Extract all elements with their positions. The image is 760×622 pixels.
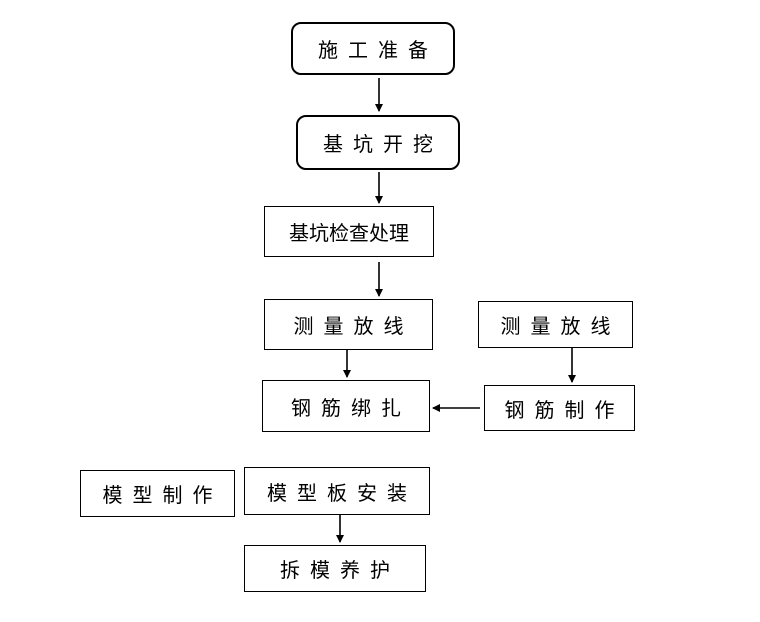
node-survey-side: 测量放线: [478, 301, 633, 348]
node-pit-excavation: 基坑开挖: [296, 115, 460, 170]
node-survey-main: 测量放线: [264, 299, 433, 350]
node-construction-prep: 施工准备: [291, 22, 455, 75]
node-formwork-fabrication: 模型制作: [80, 470, 235, 517]
node-pit-inspection: 基坑检查处理: [264, 206, 434, 257]
node-formwork-removal: 拆模养护: [244, 545, 426, 592]
node-formwork-removal-label: 拆模养护: [280, 558, 400, 582]
node-formwork-install: 模型板安装: [244, 467, 430, 515]
node-rebar-binding: 钢筋绑扎: [262, 380, 430, 432]
node-formwork-fabrication-label: 模型制作: [102, 483, 223, 507]
node-formwork-install-label: 模型板安装: [267, 480, 417, 505]
node-rebar-fabrication: 钢筋制作: [484, 385, 635, 431]
node-construction-prep-label: 施工准备: [318, 38, 438, 62]
node-survey-main-label: 测量放线: [293, 314, 414, 338]
node-rebar-fabrication-label: 钢筋制作: [504, 397, 625, 422]
node-pit-inspection-label: 基坑检查处理: [289, 221, 409, 245]
node-pit-excavation-label: 基坑开挖: [323, 132, 443, 156]
node-survey-side-label: 测量放线: [500, 314, 621, 338]
node-rebar-binding-label: 钢筋绑扎: [291, 395, 411, 420]
